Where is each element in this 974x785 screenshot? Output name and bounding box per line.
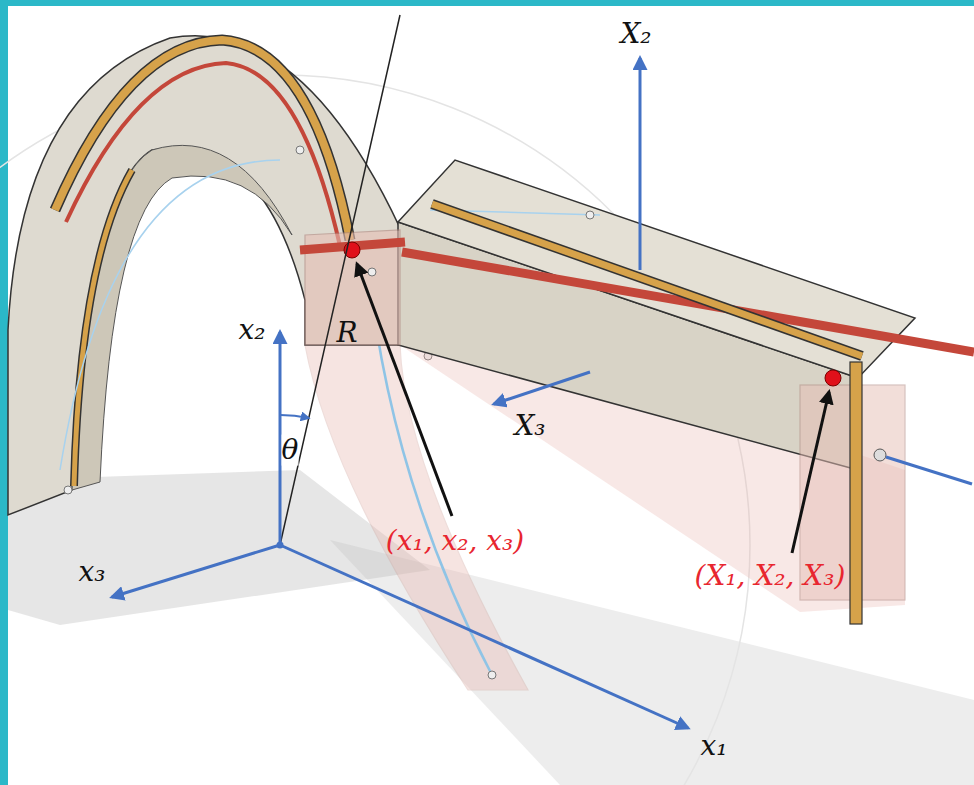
axis-label: x₃ (78, 557, 105, 588)
axis-label: X₃ (514, 411, 545, 442)
arch-web-edge (74, 170, 132, 486)
material-point (825, 370, 841, 386)
node-dot (296, 146, 304, 154)
angle-label: θ (282, 435, 299, 466)
leader-arrow (792, 392, 829, 553)
arch-web-strip (74, 170, 132, 486)
axis-arrow (280, 545, 688, 728)
coordinate-label: (X₁, X₂, X₃) (695, 561, 846, 592)
node-dot (874, 449, 886, 461)
node-dot (64, 486, 72, 494)
radius-label: R (336, 318, 357, 349)
radius-line (280, 15, 400, 545)
axis-arrow (112, 545, 280, 597)
angle-arc (280, 415, 309, 418)
axis-label: X₂ (620, 19, 651, 50)
axis-label: x₁ (700, 731, 727, 762)
arch-inner-face (72, 145, 292, 490)
white-ground (8, 6, 974, 785)
node-dot (488, 671, 496, 679)
beam-red-layer (402, 252, 974, 352)
beam-flange-edge (432, 204, 862, 356)
beam-web-strip (850, 362, 862, 624)
axis-line (886, 457, 972, 484)
node-dot (586, 211, 594, 219)
axis-arrow (639, 58, 642, 270)
beam-top-flange (432, 204, 862, 356)
leader-arrow (357, 264, 452, 516)
axis-arrow (494, 372, 590, 404)
coordinate-label: (x₁, x₂, x₃) (386, 526, 525, 557)
node-dot (368, 268, 376, 276)
origin-dot (277, 542, 284, 549)
centerline (60, 160, 280, 470)
axis-label: x₂ (238, 315, 265, 346)
